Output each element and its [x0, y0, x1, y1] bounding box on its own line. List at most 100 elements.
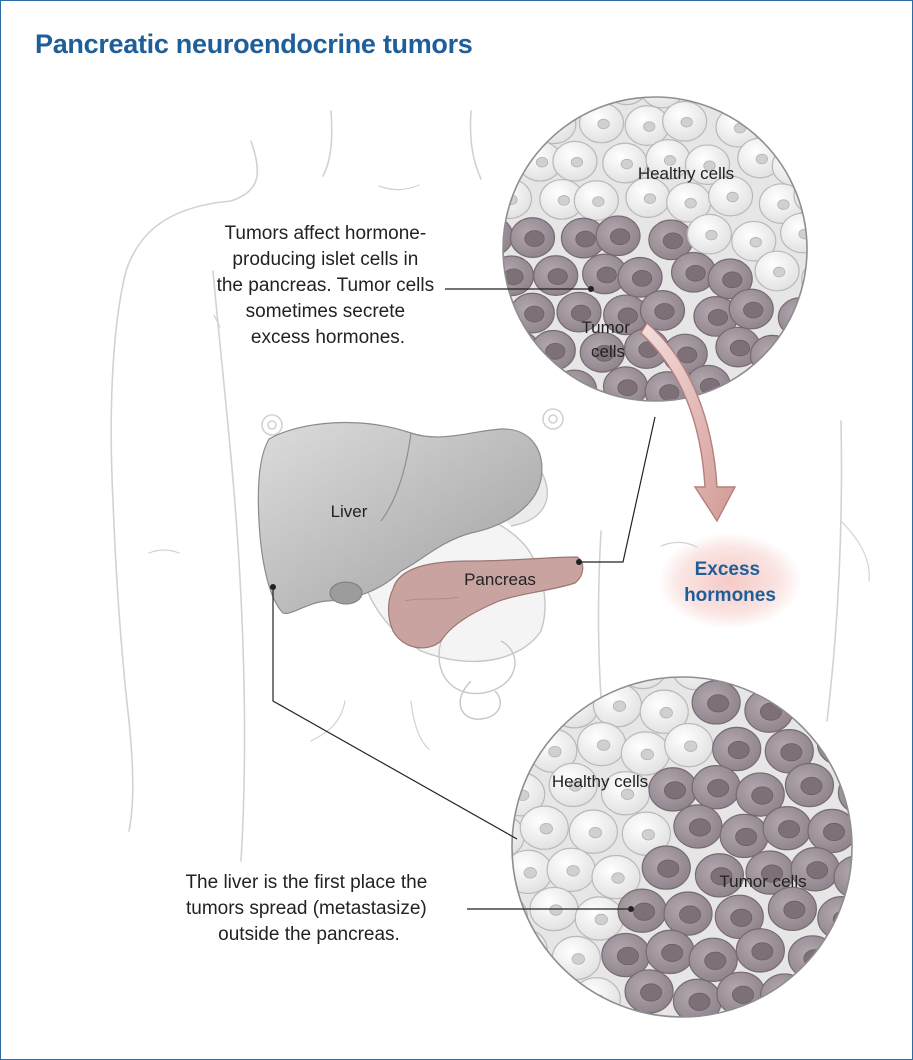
tumor-cell	[518, 369, 562, 409]
cell-nucleus	[660, 707, 672, 718]
top-cell-circle	[465, 62, 846, 413]
cell-nucleus	[663, 233, 682, 249]
cell-nucleus	[679, 906, 700, 923]
cell-nucleus	[525, 231, 544, 247]
healthy-cell	[473, 972, 521, 1015]
cell-nucleus	[479, 381, 498, 397]
cell-nucleus	[550, 905, 562, 916]
tumor-cell	[751, 335, 795, 375]
cell-nucleus	[793, 311, 812, 327]
cell-nucleus	[574, 82, 585, 92]
cell-nucleus	[708, 309, 727, 325]
hormone-glow	[658, 533, 802, 629]
tumor-cell	[474, 294, 518, 334]
cell-nucleus	[823, 823, 844, 840]
cell-nucleus	[632, 270, 651, 286]
cell-nucleus	[658, 84, 669, 94]
healthy-cell	[499, 929, 547, 972]
cell-nucleus	[760, 703, 781, 720]
cell-nucleus	[737, 654, 758, 671]
cell-nucleus	[540, 823, 552, 834]
cell-nucleus	[623, 81, 634, 91]
cell-nucleus	[488, 307, 507, 323]
cell-nucleus	[639, 663, 651, 674]
healthy-cell	[794, 175, 838, 215]
healthy-cell	[556, 66, 600, 106]
cell-nucleus	[662, 944, 683, 961]
cell-nucleus	[595, 914, 607, 925]
cell-nucleus	[526, 707, 538, 718]
cell-nucleus	[593, 197, 604, 207]
cell-nucleus	[499, 658, 511, 669]
cell-nucleus	[801, 777, 822, 794]
cell-nucleus	[613, 701, 625, 712]
bottom-cell-circle	[473, 640, 889, 1023]
tumor-cell	[772, 364, 816, 404]
top-note-line: the pancreas. Tumor cells	[217, 275, 435, 296]
cell-nucleus	[681, 117, 692, 127]
cell-nucleus	[849, 870, 870, 887]
cell-nucleus	[483, 229, 502, 245]
cell-nucleus	[776, 988, 797, 1005]
cell-nucleus	[542, 667, 554, 678]
tumor-cell	[738, 373, 782, 413]
cell-nucleus	[825, 655, 846, 672]
cell-nucleus	[684, 741, 696, 752]
cell-nucleus	[618, 380, 637, 396]
cell-nucleus	[700, 378, 719, 394]
cell-nucleus	[514, 121, 525, 131]
cell-nucleus	[833, 736, 854, 753]
tumor-cell	[553, 370, 597, 410]
cell-nucleus	[644, 194, 655, 204]
cell-nucleus	[799, 229, 810, 239]
healthy-cell	[465, 143, 509, 183]
cell-nucleus	[796, 78, 807, 88]
cell-nucleus	[685, 198, 696, 208]
cell-nucleus	[812, 191, 823, 201]
healthy-cell	[511, 67, 555, 107]
healthy-cell	[550, 685, 598, 728]
cell-nucleus	[728, 741, 749, 758]
healthy-cell	[476, 814, 524, 857]
cell-nucleus	[536, 157, 547, 167]
tumor-cell	[834, 856, 882, 899]
cell-nucleus	[597, 740, 609, 751]
bottom-note-line: outside the pancreas.	[218, 924, 400, 945]
cell-nucleus	[598, 119, 609, 129]
cell-nucleus	[549, 746, 561, 757]
cell-nucleus	[705, 952, 726, 969]
bottom-healthy-cells-label: Healthy cells	[552, 772, 648, 791]
cell-nucleus	[689, 993, 710, 1010]
cell-nucleus	[819, 124, 830, 134]
cell-nucleus	[756, 154, 767, 164]
cell-nucleus	[664, 782, 685, 799]
healthy-cell	[473, 65, 517, 105]
healthy-cell	[506, 689, 554, 732]
healthy-cell	[572, 978, 620, 1021]
cell-nucleus	[655, 303, 674, 319]
cell-nucleus	[816, 339, 835, 355]
healthy-cell	[751, 100, 795, 140]
cell-nucleus	[820, 276, 831, 286]
cell-nucleus	[567, 866, 579, 877]
cell-nucleus	[712, 79, 723, 89]
cell-nucleus	[731, 909, 752, 926]
bottom-note-line: The liver is the first place the	[185, 872, 427, 893]
top-healthy-cells-label: Healthy cells	[638, 164, 734, 183]
tumor-cell	[794, 685, 842, 728]
tumor-cell	[809, 978, 857, 1021]
cell-nucleus	[752, 787, 773, 804]
cell-nucleus	[610, 229, 629, 245]
cell-nucleus	[677, 347, 696, 363]
top-note-line: excess hormones.	[251, 327, 405, 348]
cell-nucleus	[708, 780, 729, 797]
cell-nucleus	[588, 658, 600, 669]
top-note: Tumors affect hormone- producing islet c…	[217, 223, 440, 348]
cell-nucleus	[529, 83, 540, 93]
cell-nucleus	[752, 943, 773, 960]
bottom-tumor-cells-label: Tumor cells	[719, 872, 806, 891]
cell-nucleus	[644, 122, 655, 132]
cell-nucleus	[686, 265, 705, 281]
cell-nucleus	[641, 749, 653, 760]
cell-nucleus	[660, 385, 679, 401]
